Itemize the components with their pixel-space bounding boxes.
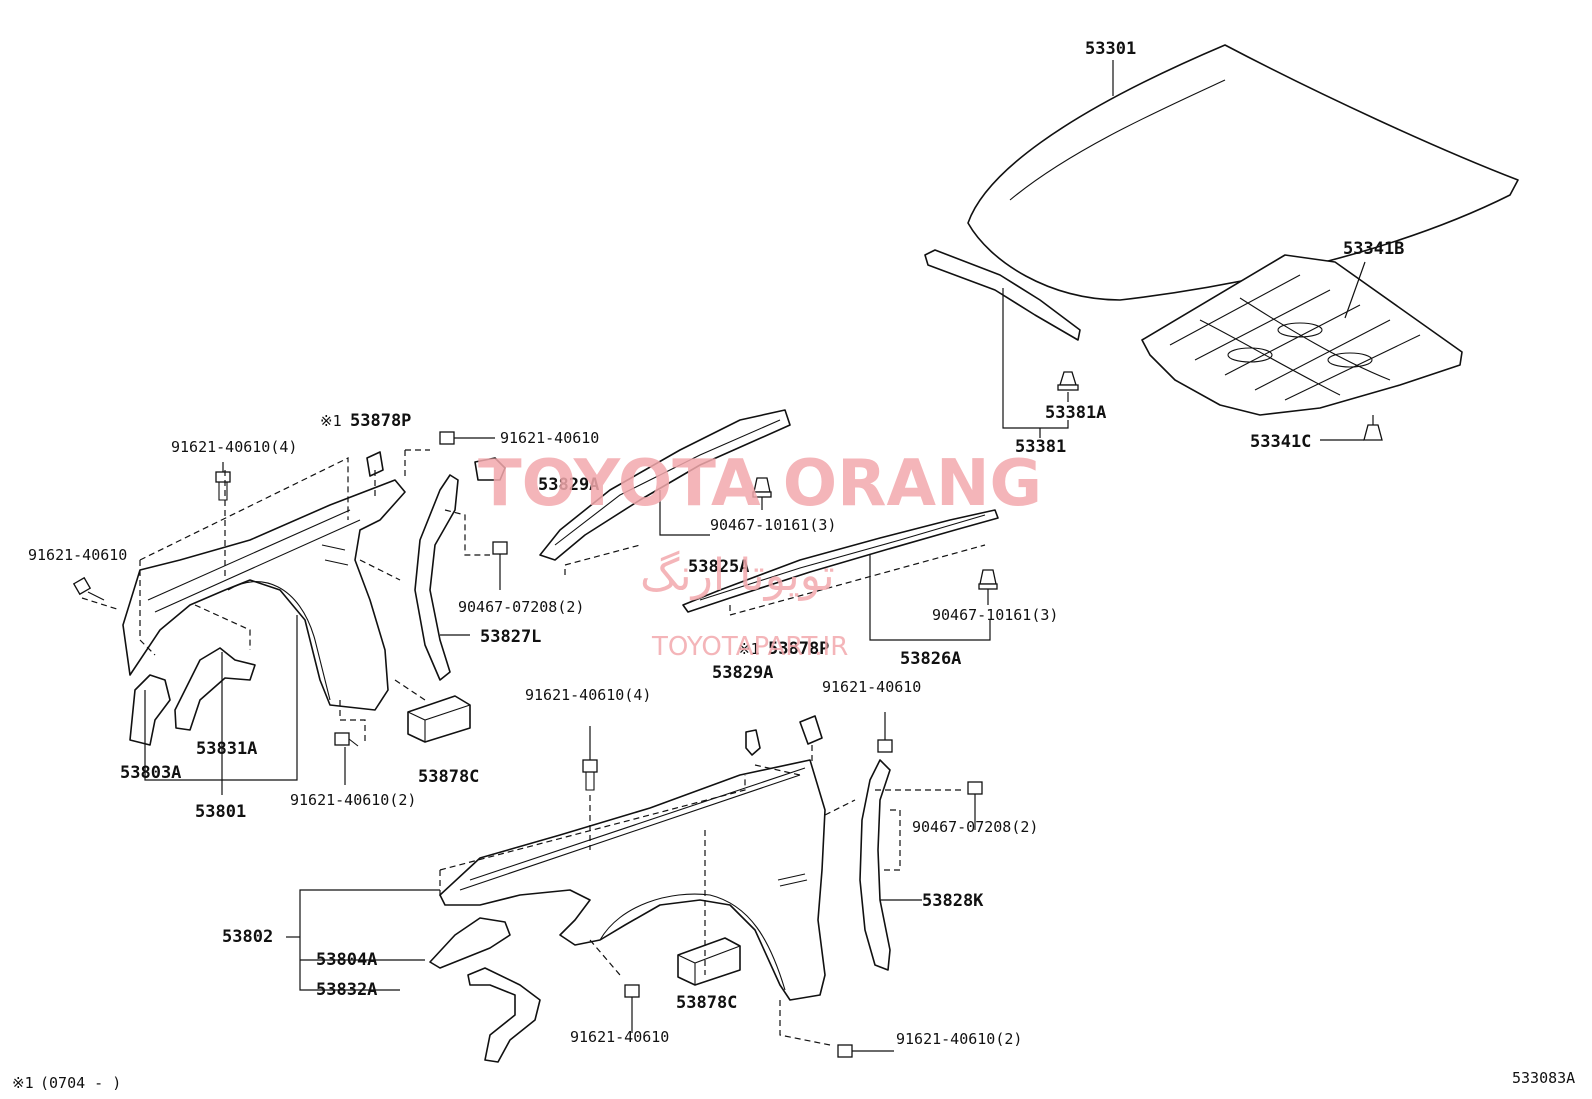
- label-pad-lower: 53878C: [676, 993, 737, 1013]
- footnote-range: (0704 - ): [40, 1074, 121, 1092]
- label-clip-10161-upper: 90467-10161(3): [710, 516, 836, 534]
- lower-fender-wheel-arch: [599, 893, 786, 991]
- label-hood-seal: 53381: [1015, 437, 1066, 457]
- label-fender-lower: 53802: [222, 927, 273, 947]
- label-fender-upper: 53801: [195, 802, 246, 822]
- label-brace-upper: 53831A: [196, 739, 257, 759]
- bolt-icon-lower-bottom-2: [837, 1044, 894, 1058]
- watermark-site: TOYOTAPART.IR: [651, 632, 848, 662]
- bolt-icon-upper-mid: [439, 431, 495, 445]
- label-bolt-upper-bottom-2: 91621-40610(2): [290, 791, 416, 809]
- upper-bracket-53803A: [129, 674, 171, 746]
- label-clip-07208-left: 90467-07208(2): [458, 598, 584, 616]
- diagram-code: 533083A: [1512, 1069, 1575, 1087]
- watermark-persian: تویوتا ارنگ: [640, 550, 835, 601]
- watermark-brand: TOYOTA ORANG: [478, 447, 1042, 521]
- lower-spacer-53878P: [799, 715, 823, 745]
- upper-fender-panel: [122, 479, 406, 711]
- lower-fender-panel: [439, 759, 826, 1001]
- label-spacer-lower: 53878P: [768, 639, 829, 659]
- label-liner-lower: 53828K: [922, 891, 984, 911]
- lower-liner-53828K: [859, 759, 891, 971]
- insulator-clip-icon: [1320, 415, 1383, 441]
- label-pad-upper: 53878C: [418, 767, 479, 787]
- label-seal-rh: 53825A: [688, 557, 749, 577]
- label-note-mark-2: ※1: [738, 640, 760, 658]
- label-brace-lower: 53832A: [316, 980, 377, 1000]
- label-bolt-lower-bottom-2: 91621-40610(2): [896, 1030, 1022, 1048]
- upper-fender-wheel-arch: [227, 581, 331, 701]
- bolt-icon-lower-mid: [582, 726, 598, 791]
- seal-53826A: [682, 509, 999, 613]
- lower-bracket-53804A: [429, 917, 511, 969]
- hood-seal-strip: [924, 249, 1081, 341]
- insulator-ribs: [1169, 274, 1421, 401]
- upper-brace-53831A: [174, 647, 256, 731]
- upper-liner-53827L: [414, 474, 459, 681]
- label-bolt-lower-bottom: 91621-40610: [570, 1028, 669, 1046]
- seal-53825A: [539, 409, 791, 561]
- label-liner-upper: 53827L: [480, 627, 541, 647]
- label-bolt-lower-right: 91621-40610: [822, 678, 921, 696]
- hood-seal-clip-icon: [1057, 371, 1079, 402]
- label-cushion-upper: 53829A: [538, 475, 599, 495]
- label-bracket-upper: 53803A: [120, 763, 181, 783]
- lower-brace-53832A: [467, 967, 541, 1063]
- footnote-mark: ※1: [12, 1074, 34, 1092]
- insulator-leader: [1344, 261, 1366, 319]
- bolt-icon-upper-bottom: [334, 732, 359, 785]
- upper-spacer-53878P: [366, 451, 384, 477]
- label-bolt-upper-left-4: 91621-40610(4): [171, 438, 297, 456]
- label-cushion-lower: 53829A: [712, 663, 773, 683]
- label-bolt-upper-mid: 91621-40610: [500, 429, 599, 447]
- upper-fender-bracket: [144, 615, 298, 781]
- bolt-icon-upper-left: [215, 462, 231, 501]
- label-hood: 53301: [1085, 39, 1136, 59]
- clip-icon-10161-upper: [752, 477, 772, 510]
- label-seal-lh: 53826A: [900, 649, 961, 669]
- hood-panel: [967, 44, 1519, 301]
- label-hood-insulator: 53341B: [1343, 239, 1404, 259]
- label-spacer-upper: 53878P: [350, 411, 411, 431]
- bolt-icon-far-left: [72, 576, 105, 601]
- label-hood-seal-clip: 53381A: [1045, 403, 1106, 423]
- hood-seal-leader: [1002, 288, 1069, 429]
- upper-cushion-53829A: [474, 457, 506, 481]
- lower-cushion-53829A: [745, 729, 761, 756]
- label-insulator-clip: 53341C: [1250, 432, 1311, 452]
- clip-icon-07208-left: [492, 541, 508, 590]
- upper-pad-53878C: [407, 695, 471, 743]
- label-bolt-lower-mid-4: 91621-40610(4): [525, 686, 651, 704]
- lower-pad-53878C: [677, 937, 741, 986]
- label-bolt-far-left: 91621-40610: [28, 546, 127, 564]
- bolt-icon-lower-right: [877, 712, 893, 753]
- label-clip-10161-lower: 90467-10161(3): [932, 606, 1058, 624]
- label-bracket-lower: 53804A: [316, 950, 377, 970]
- lower-fender-bracket: [299, 889, 440, 991]
- bolt-icon-lower-bottom: [624, 984, 640, 1033]
- clip-icon-10161-lower: [978, 569, 998, 605]
- hood-edge: [1009, 79, 1226, 201]
- clip-icon-07208-right: [967, 781, 983, 830]
- label-clip-07208-right: 90467-07208(2): [912, 818, 1038, 836]
- label-note-mark-1: ※1: [320, 412, 342, 430]
